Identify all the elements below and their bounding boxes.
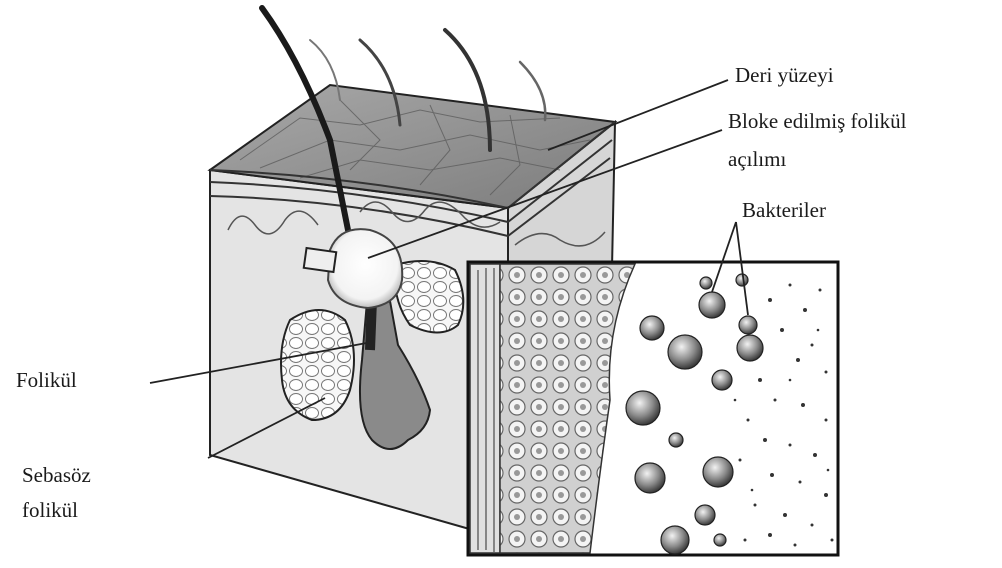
- label-follicle: Folikül: [16, 367, 77, 393]
- magnified-area-marker: [304, 248, 336, 272]
- label-skin-surface: Deri yüzeyi: [735, 62, 834, 88]
- label-blocked-follicle-line2: açılımı: [728, 146, 786, 172]
- label-blocked-follicle-line1: Bloke edilmiş folikül: [728, 108, 907, 134]
- sebaceous-gland-left: [281, 310, 354, 420]
- label-bacteria: Bakteriler: [742, 197, 826, 223]
- label-sebaceous-line1: Sebasöz: [22, 462, 91, 488]
- blocked-follicle-plug: [328, 229, 402, 308]
- label-sebaceous-line2: folikül: [22, 497, 78, 523]
- magnified-inset: [468, 262, 838, 555]
